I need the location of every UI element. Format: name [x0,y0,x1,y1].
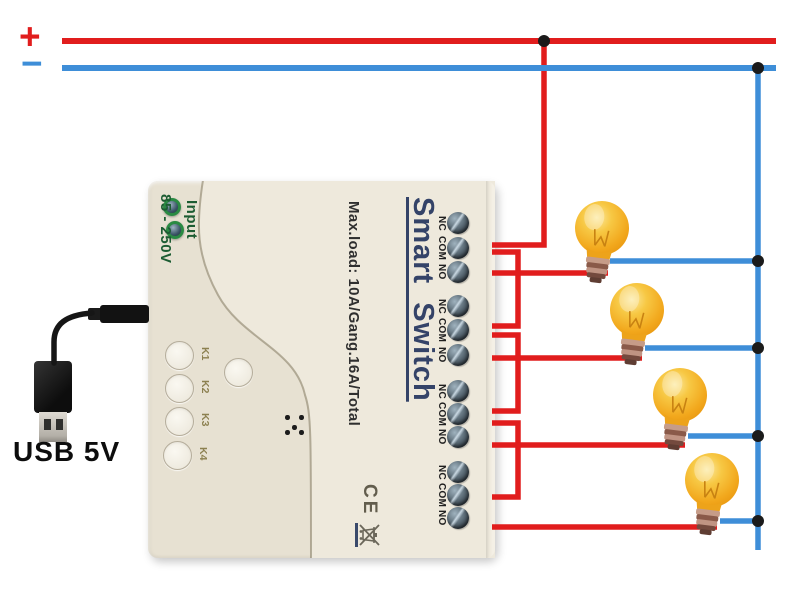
usb-metal-shield [39,412,67,442]
device-face-graphic [197,181,495,558]
input-label: Input [183,200,200,240]
device-right-edge [486,181,495,558]
junction-dot [752,430,764,442]
junction-dot [752,515,764,527]
input-terminal-screw-1 [163,198,181,216]
usb-label: USB 5V [13,436,121,467]
light-bulb-2 [602,279,668,369]
max-load-label: Max.load: 10A/Gang.16A/Total [345,201,362,427]
terminal-screw-com2 [447,319,469,341]
terminal-screw-no3 [447,426,469,448]
junction-dot [752,62,764,74]
terminal-label-com3: COM [436,402,447,427]
terminal-screw-no2 [447,344,469,366]
usb-pin-slot [56,419,63,430]
device-right-panel [198,181,495,558]
ce-mark: CE [359,484,380,517]
button-k4-label: K4 [197,447,209,461]
device-title: Smart Switch [407,197,439,402]
light-bulb-3 [645,364,711,454]
usb-pin-slot [44,419,51,430]
terminal-label-no1: NO [436,264,447,280]
terminal-screw-no4 [447,507,469,529]
terminal-label-nc3: NC [436,384,447,400]
smart-switch-device: Input 85 - 250V Smart Switch Max.load: 1… [148,181,495,558]
terminal-label-nc2: NC [436,299,447,315]
input-terminal-screw-2 [166,221,184,239]
button-k4 [163,441,192,470]
vent-dot [292,425,297,430]
junction-dot [752,342,764,354]
negative-rail-label: − [21,43,43,84]
usb-plug-icon [34,361,72,413]
terminal-screw-nc3 [447,380,469,402]
light-bulb-1 [567,197,633,287]
button-extra [224,358,253,387]
terminal-label-no4: NO [436,510,447,526]
junction-dot [538,35,550,47]
vent-dot [299,430,304,435]
terminal-label-com2: COM [436,318,447,343]
vent-dot [299,415,304,420]
terminal-screw-no1 [447,261,469,283]
vent-dot [285,430,290,435]
positive-rail-label: + [19,16,41,57]
com2-com3-jumper [492,332,521,414]
terminal-screw-com4 [447,484,469,506]
button-k1 [165,341,194,370]
red-bus-to-com1 [492,41,547,248]
com1-com2-jumper [492,249,521,329]
terminal-label-no3: NO [436,429,447,445]
terminal-screw-com1 [447,237,469,259]
light-bulb-4 [677,449,743,539]
terminal-label-no2: NO [436,347,447,363]
device-seam-curve [197,181,312,558]
button-k1-label: K1 [199,347,211,361]
vent-dot [285,415,290,420]
terminal-screw-nc1 [447,212,469,234]
button-k2-label: K2 [199,380,211,394]
junction-dot [752,255,764,267]
terminal-label-nc1: NC [436,216,447,232]
terminal-screw-com3 [447,403,469,425]
button-k3 [165,407,194,436]
button-k2 [165,374,194,403]
terminal-label-nc4: NC [436,465,447,481]
button-k3-label: K3 [199,413,211,427]
voltage-label: 85 - 250V [157,194,174,264]
usb-device-plug [100,305,149,323]
com3-com4-jumper [492,420,521,500]
terminal-label-com1: COM [436,236,447,261]
terminal-screw-nc2 [447,295,469,317]
terminal-label-com4: COM [436,483,447,508]
usb-cable [51,310,95,366]
terminal-screw-nc4 [447,461,469,483]
weee-icon [355,523,380,547]
